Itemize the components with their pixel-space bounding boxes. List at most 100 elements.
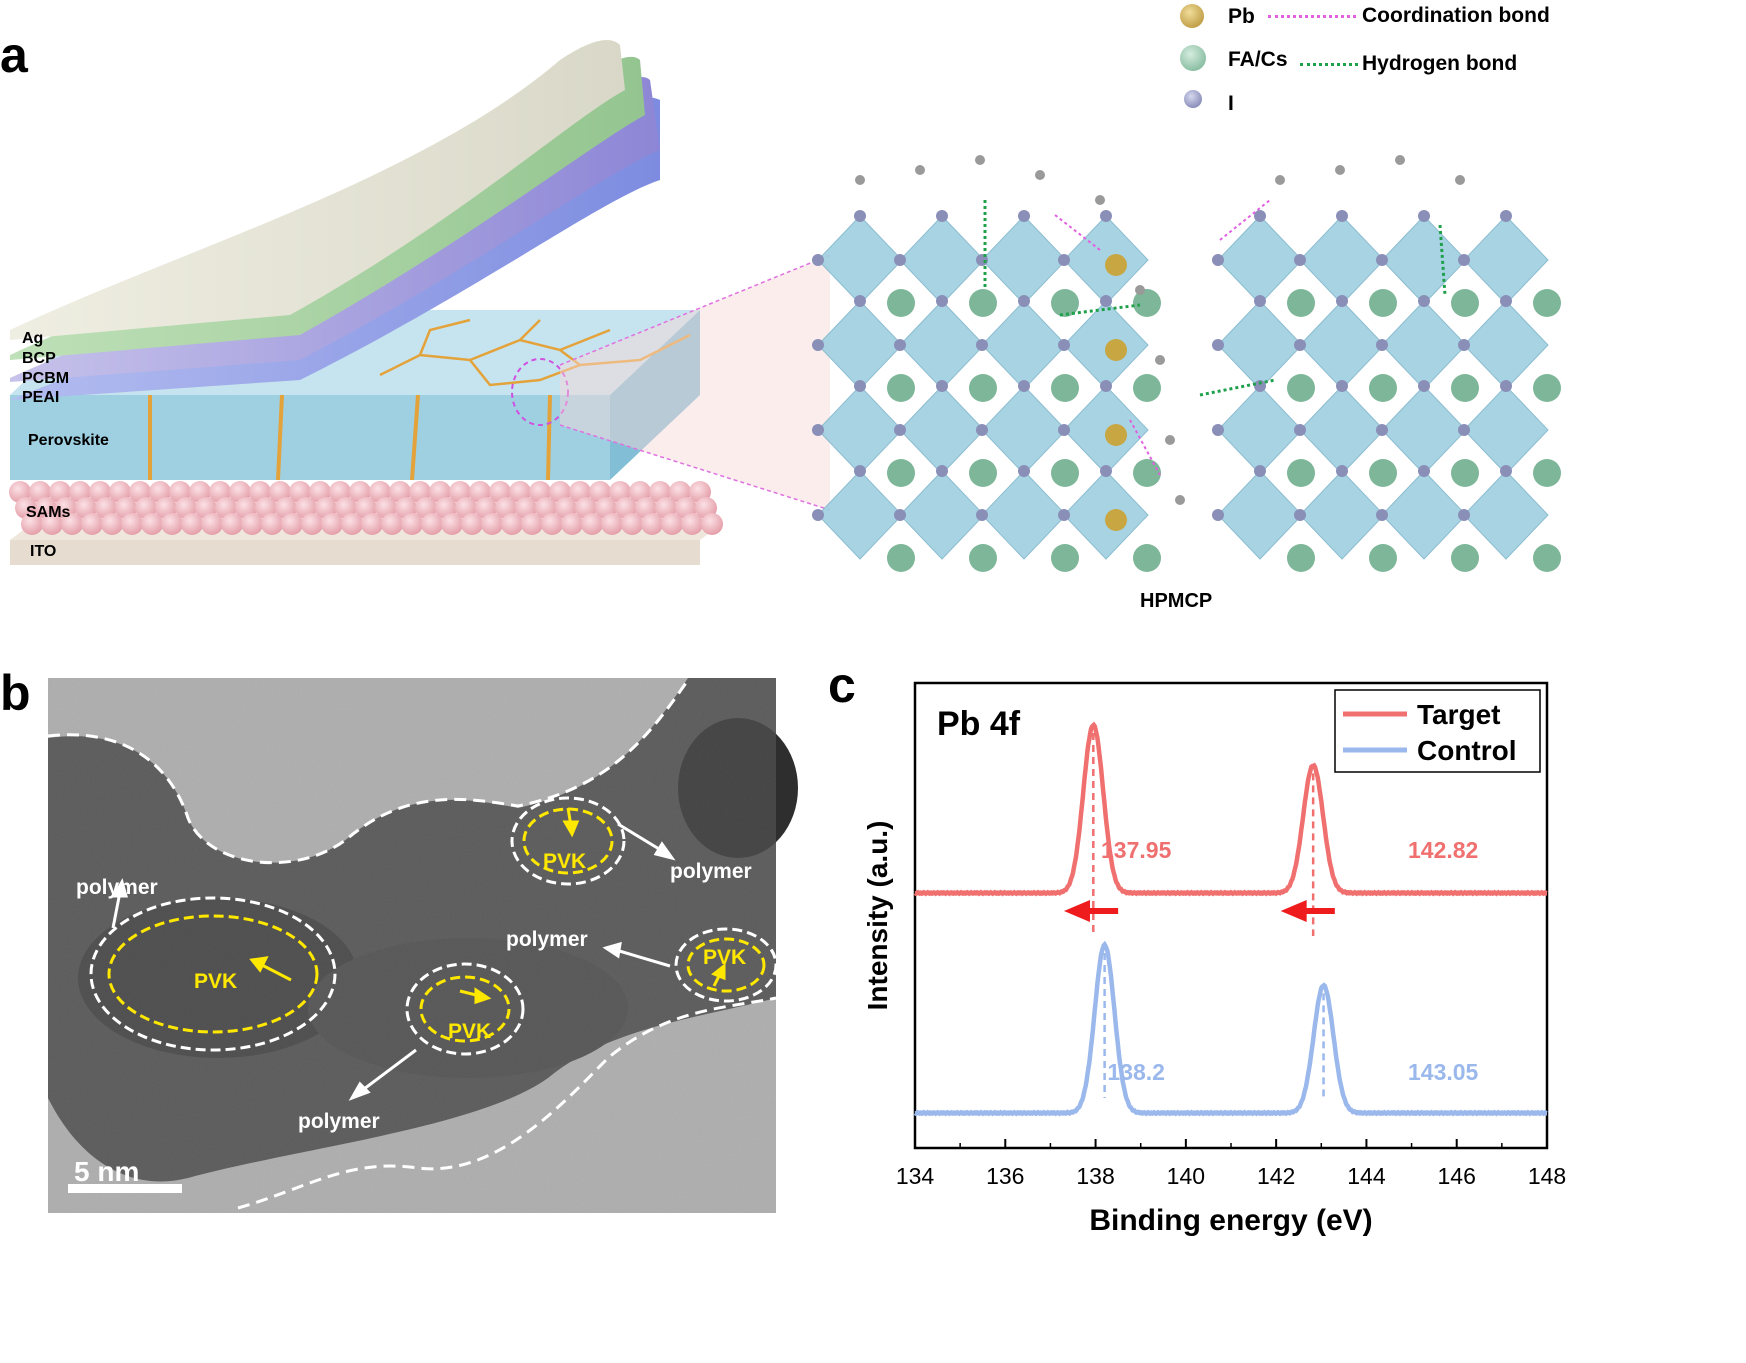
sam-molecule [561,513,583,535]
sam-molecule [601,513,623,535]
fa-cs-atom [887,374,915,402]
y-axis-label: Intensity (a.u.) [862,821,893,1011]
sam-molecule [641,513,663,535]
layer-label-ito: ITO [30,543,57,560]
hydrogen-bond-line [1300,63,1358,66]
fa-cs-atom [1051,289,1079,317]
polymer-atom [855,175,865,185]
atom-legend-facs-swatch [1180,45,1206,71]
iodine-atom [976,339,988,351]
iodine-atom [1458,254,1470,266]
sam-molecule [401,513,423,535]
peak-label: 137.95 [1101,837,1172,863]
panel-b-letter: b [0,665,31,721]
layer-label-ag: Ag [22,330,44,347]
octahedron [1299,470,1385,560]
fa-cs-atom [1287,374,1315,402]
atom-legend-i-label: I [1228,92,1234,115]
tem-micrograph [47,678,798,1213]
iodine-atom [812,254,824,266]
iodine-atom [976,424,988,436]
sam-molecule [701,513,723,535]
iodine-atom [1018,295,1030,307]
fa-cs-atom [1133,459,1161,487]
fa-cs-atom [1451,544,1479,572]
iodine-atom [936,380,948,392]
coordination-bond-label: Coordination bond [1362,4,1550,27]
iodine-atom [1500,295,1512,307]
sam-molecule [321,513,343,535]
iodine-atom [894,254,906,266]
iodine-atom [1254,380,1266,392]
iodine-atom [854,295,866,307]
pb-atom [1105,339,1127,361]
legend-label: Target [1417,699,1501,730]
octahedron [899,385,985,475]
polymer-atom [1135,285,1145,295]
legend-label: Control [1417,735,1517,766]
sam-molecule [661,513,683,535]
iodine-atom [1018,465,1030,477]
fa-cs-atom [1533,544,1561,572]
iodine-atom [1376,424,1388,436]
atom-legend-i-swatch [1184,90,1202,108]
sam-molecule [521,513,543,535]
iodine-atom [894,509,906,521]
peak-label: 143.05 [1408,1059,1479,1085]
octahedron [1063,385,1149,475]
iodine-atom [1100,295,1112,307]
fa-cs-atom [1051,544,1079,572]
sam-molecule [301,513,323,535]
iodine-atom [1254,210,1266,222]
hydrogen-bond [1059,303,1141,317]
iodine-atom [1458,339,1470,351]
layer-label-bcp: BCP [22,350,56,367]
octahedron [899,215,985,305]
fa-cs-atom [1369,459,1397,487]
layer-label-perovskite: Perovskite [28,432,109,449]
hydrogen-bond-label: Hydrogen bond [1362,52,1518,75]
polymer-atom [1155,355,1165,365]
x-tick-label: 140 [1167,1163,1205,1189]
octahedron [1381,215,1467,305]
iodine-atom [936,210,948,222]
sam-molecule [41,513,63,535]
fa-cs-atom [969,374,997,402]
fa-cs-atom [1369,374,1397,402]
pvk-label-2: PVK [448,1020,492,1043]
octahedron [1217,215,1303,305]
sam-molecule [141,513,163,535]
polymer-atom [975,155,985,165]
x-tick-label: 134 [896,1163,935,1189]
iodine-atom [812,509,824,521]
iodine-atom [1018,210,1030,222]
iodine-atom [1294,509,1306,521]
iodine-atom [1058,424,1070,436]
pvk-label-3: PVK [543,850,587,873]
iodine-atom [1100,380,1112,392]
sam-molecule [341,513,363,535]
fa-cs-atom [1133,289,1161,317]
iodine-atom [936,465,948,477]
octahedron [899,300,985,390]
iodine-atom [854,380,866,392]
fa-cs-atom [969,289,997,317]
scale-bar-label: 5 nm [74,1156,140,1187]
fa-cs-atom [1287,544,1315,572]
sam-molecule [541,513,563,535]
octahedron [1381,470,1467,560]
series-line-control [913,940,1548,1117]
x-tick-label: 146 [1438,1163,1476,1189]
iodine-atom [854,465,866,477]
x-tick-label: 138 [1076,1163,1114,1189]
sam-molecule [441,513,463,535]
octahedron [1217,300,1303,390]
layer-label-pcbm: PCBM [22,370,70,387]
x-tick-label: 136 [986,1163,1024,1189]
iodine-atom [936,295,948,307]
iodine-atom [1058,339,1070,351]
chart-legend [1334,689,1541,773]
octahedron [817,385,903,475]
polymer-atom [1035,170,1045,180]
fa-cs-atom [1369,289,1397,317]
